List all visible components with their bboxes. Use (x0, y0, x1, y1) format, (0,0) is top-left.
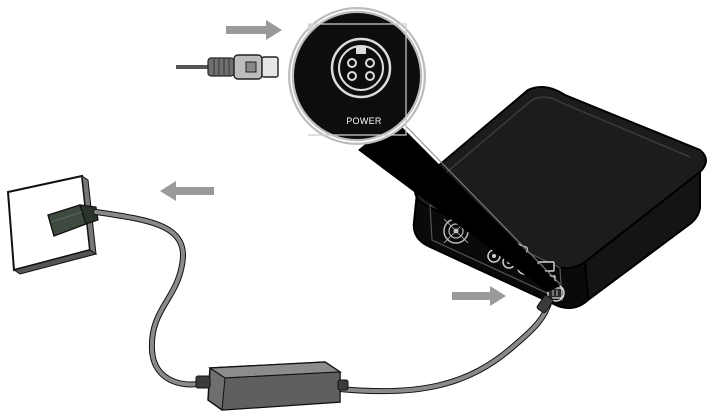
wall-plug (47, 204, 99, 237)
power-plug-mini-din (176, 54, 279, 80)
callout-wedge (358, 120, 560, 292)
mini-din-4pin-connector-icon (330, 37, 392, 99)
arrow-from-wall-outlet (160, 181, 214, 201)
power-cables (93, 209, 554, 395)
port-callout-magnifier: POWER (288, 7, 426, 145)
arrow-to-device-dc-jack (452, 286, 506, 306)
power-adapter (195, 361, 349, 411)
arrow-to-port-callout (226, 20, 282, 40)
wall-outlet-icon (6, 174, 98, 275)
power-port-label: POWER (346, 116, 382, 126)
device-right-side (583, 169, 701, 302)
dc-plug-icon (547, 284, 565, 302)
